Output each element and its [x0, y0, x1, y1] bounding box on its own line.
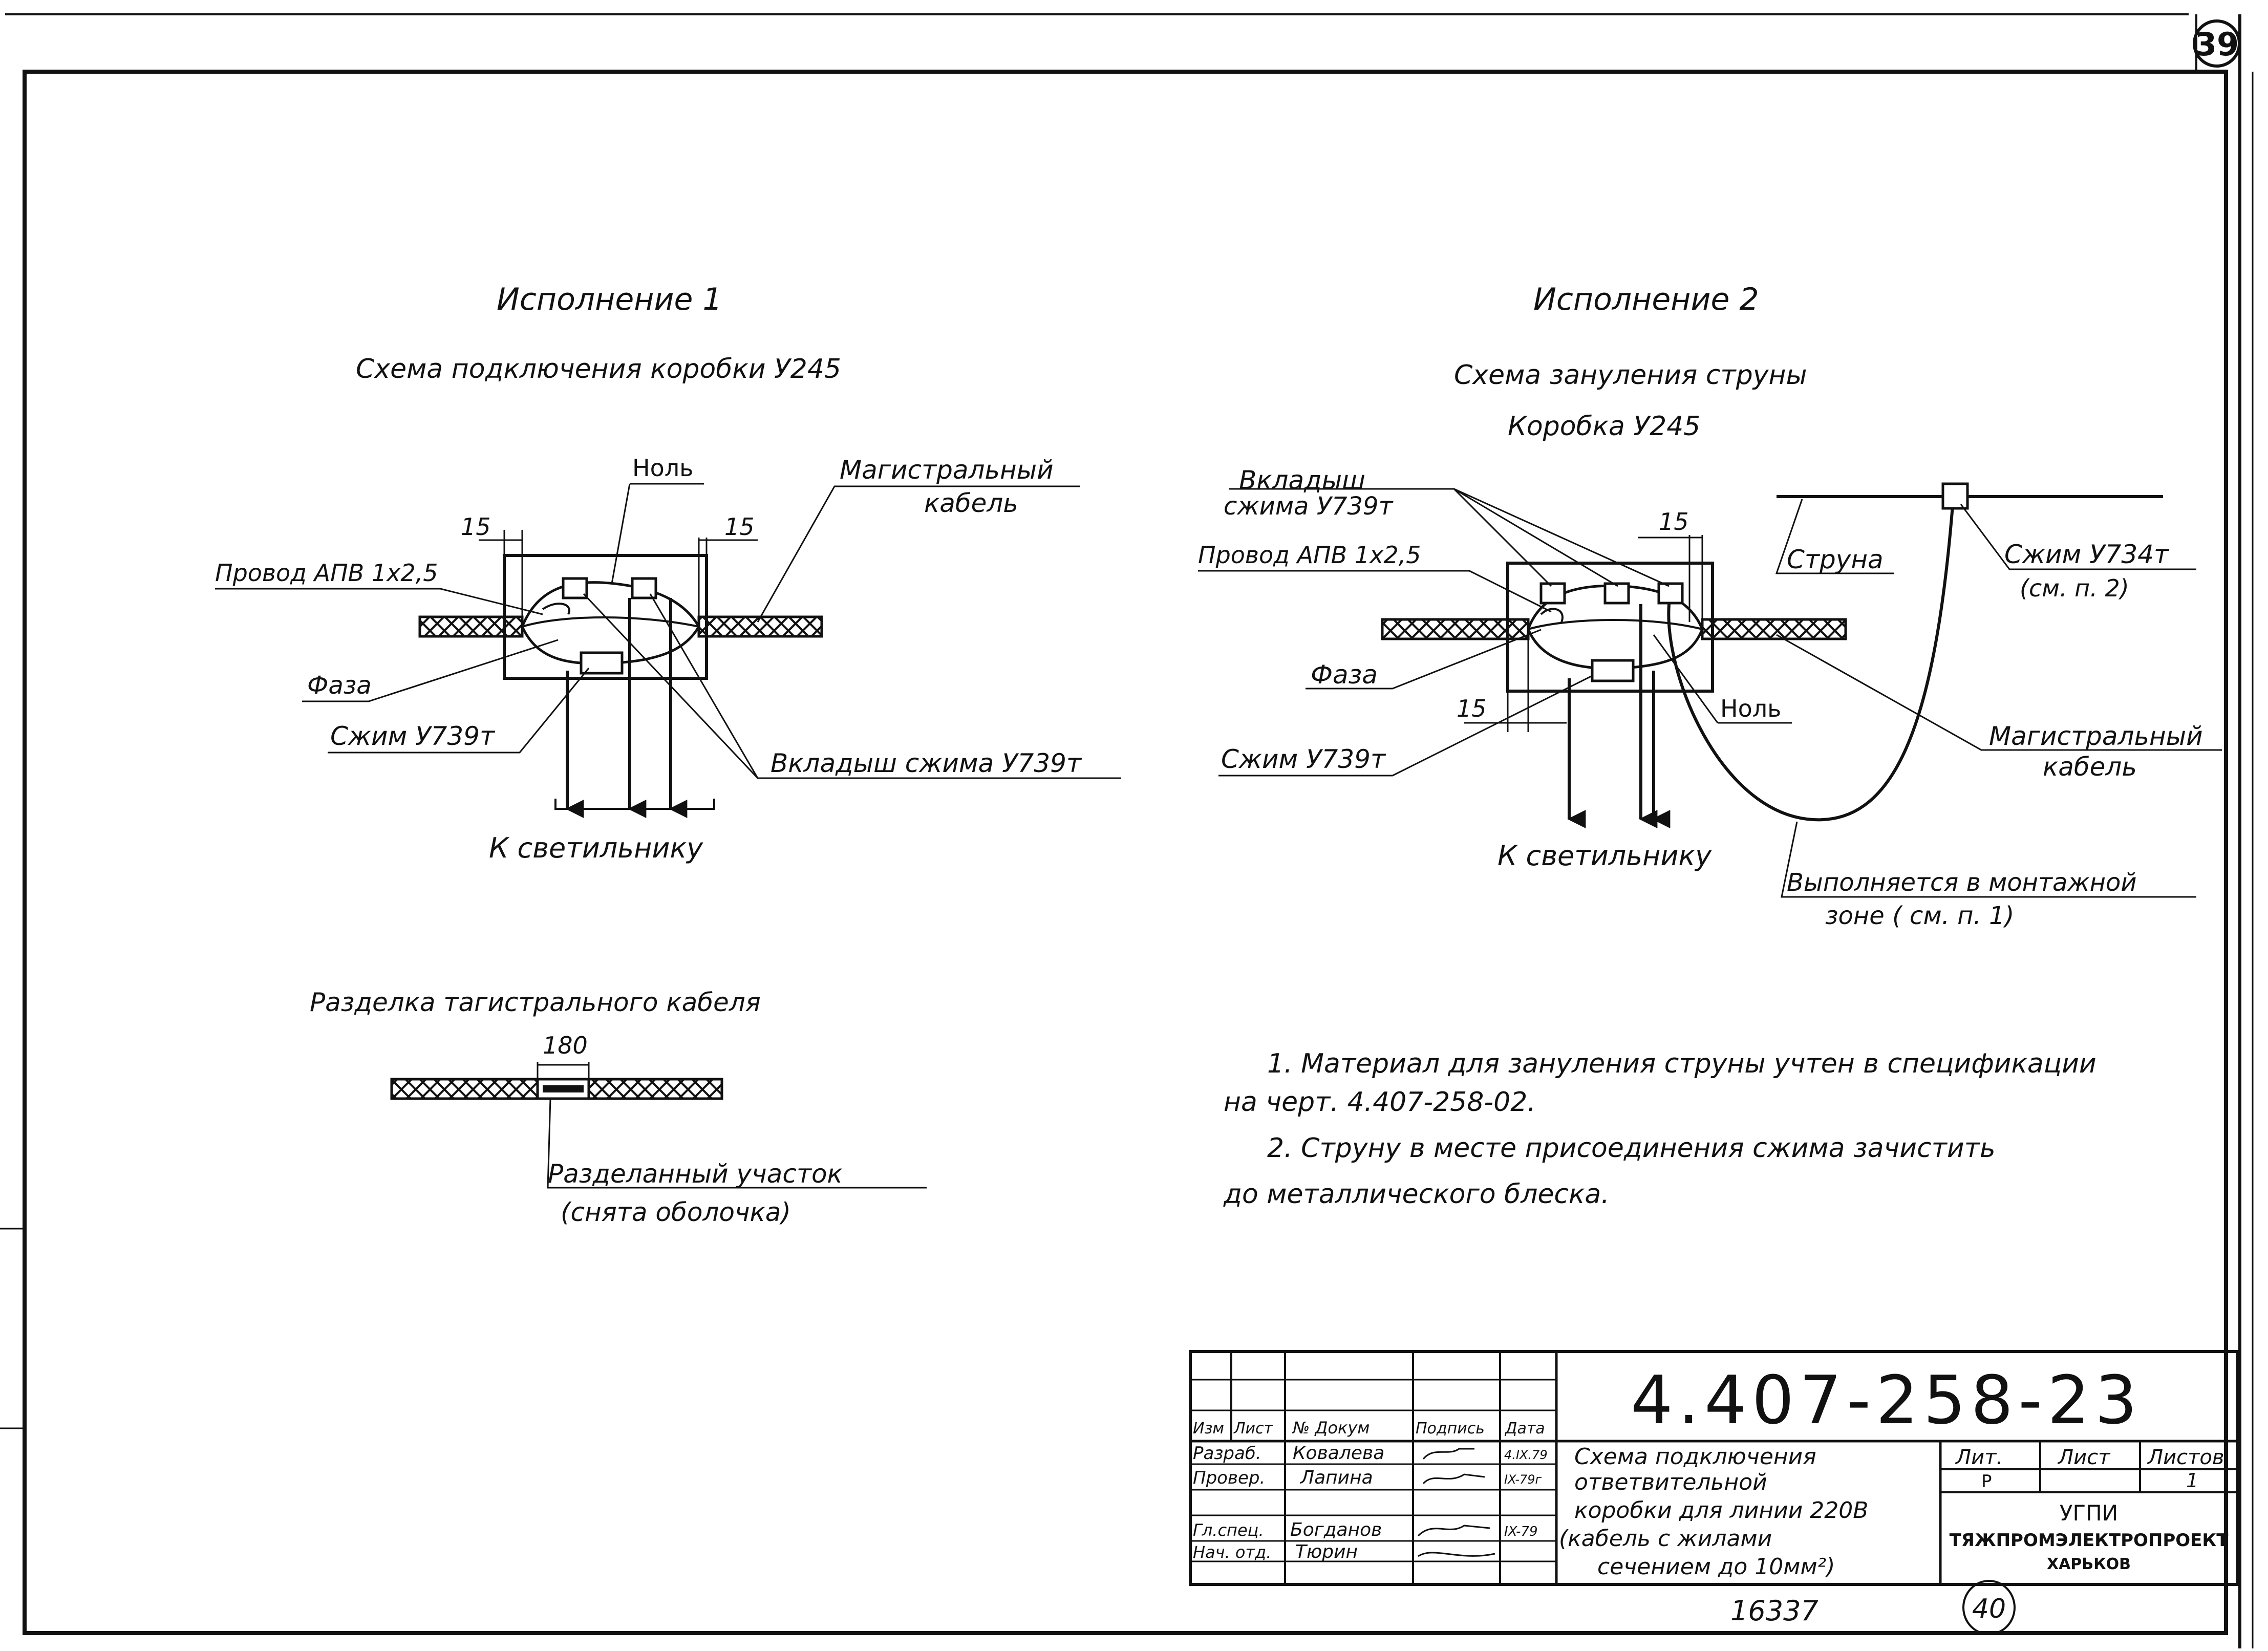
main-cable-right — [697, 615, 823, 638]
page-number: 39 — [2195, 26, 2239, 63]
tb-role-3: Нач. отд. — [1193, 1542, 1271, 1562]
variant-1-title: Исполнение 1 — [497, 282, 722, 317]
tb-sheet-header: Лист — [2057, 1446, 2111, 1469]
variant-1-subtitle: Схема подключения коробки У245 — [356, 354, 841, 384]
bottom-circle: 40 — [1962, 1580, 2016, 1635]
bottom-circle-number: 40 — [1972, 1594, 2006, 1624]
grounding-wire — [1667, 499, 1955, 822]
label-wire-2: Провод АПВ 1х2,5 — [1198, 541, 1421, 569]
variant-2-subtitle-2: Коробка У245 — [1508, 411, 1700, 442]
label-insert: Вкладыш сжима У739т — [771, 748, 1082, 778]
tb-desc-2: коробки для линии 220В — [1574, 1497, 1868, 1524]
tb-name-2: Богданов — [1290, 1519, 1382, 1540]
label-null-2: Ноль — [1720, 695, 1781, 722]
tb-header-list: Лист — [1233, 1420, 1274, 1438]
label-clamp: Сжим У739т — [330, 721, 496, 751]
note-line-4: до металлического блеска. — [1223, 1179, 1610, 1210]
tb-desc-3: (кабель с жилами — [1559, 1526, 1772, 1552]
tb-desc-4: сечением до 10мм²) — [1597, 1554, 1835, 1580]
cutting-title: Разделка тагистрального кабеля — [310, 988, 761, 1017]
note-line-3: 2. Струну в месте присоединения сжима за… — [1267, 1133, 1996, 1164]
tb-role-2: Гл.спец. — [1193, 1520, 1264, 1540]
title-block: Изм Лист № Докум Подпись Дата Разраб. Ко… — [1189, 1350, 2239, 1586]
doc-number: 4.407-258-23 — [1631, 1361, 2143, 1439]
label-main-cable-2a: Магистральный — [1989, 721, 2203, 751]
org-line-2: ТЯЖПРОМЭЛЕКТРОПРОЕКТ — [1950, 1530, 2229, 1551]
label-phase-2: Фаза — [1311, 660, 1378, 690]
label-mounting-2: зоне ( см. п. 1) — [1825, 902, 2014, 930]
tb-name-1: Лапина — [1299, 1467, 1373, 1488]
tb-name-3: Тюрин — [1295, 1541, 1358, 1562]
tb-header-doc: № Докум — [1292, 1418, 1370, 1438]
insert-right — [631, 577, 657, 599]
clamp-u739t-2 — [1591, 659, 1635, 682]
tb-date-1: IX-79г — [1504, 1472, 1542, 1487]
label-main-cable-2b: кабель — [2043, 752, 2137, 782]
tb-header-izm: Изм — [1193, 1420, 1224, 1438]
label-inserts-1: Вкладыш — [1239, 465, 1365, 495]
page-number-badge: 39 — [2193, 19, 2241, 68]
label-null: Ноль — [632, 454, 693, 482]
tb-sheets-value: 1 — [2186, 1469, 2198, 1492]
main-cable-left — [418, 615, 524, 638]
label-mounting-1: Выполняется в монтажной — [1787, 868, 2137, 897]
label-clamp-2: Сжим У739т — [1221, 744, 1386, 774]
org-line-3: ХАРЬКОВ — [2047, 1555, 2131, 1573]
tb-date-0: 4.IX.79 — [1504, 1448, 1548, 1462]
tb-header-date: Дата — [1504, 1420, 1545, 1438]
clamp-u734t — [1941, 482, 1969, 510]
label-main-cable-2: кабель — [924, 488, 1018, 518]
note-line-2: на черт. 4.407-258-02. — [1224, 1087, 1536, 1118]
cutting-label-2: (снята оболочка) — [561, 1197, 791, 1227]
label-to-lamp-2: К светильнику — [1497, 840, 1712, 872]
tb-role-1: Провер. — [1193, 1468, 1265, 1488]
label-clamp-734-1: Сжим У734т — [2004, 540, 2170, 569]
tb-header-sign: Подпись — [1416, 1420, 1485, 1438]
insert-2 — [1603, 582, 1630, 605]
label-wire: Провод АПВ 1х2,5 — [215, 559, 438, 587]
tb-sheets-header: Листов — [2147, 1446, 2224, 1469]
label-inserts-2: сжима У739т — [1224, 492, 1394, 521]
variant-2-subtitle-1: Схема зануления струны — [1454, 360, 1807, 391]
sheet-frame — [0, 13, 2254, 1648]
org-line-1: УГПИ — [2060, 1500, 2118, 1526]
bottom-number: 16337 — [1730, 1595, 1818, 1627]
tb-desc-0: Схема подключения — [1574, 1444, 1816, 1470]
variant-2: Исполнение 2 Схема зануления струны Коро… — [1198, 282, 2222, 930]
tb-role-0: Разраб. — [1193, 1443, 1261, 1464]
insert-3 — [1657, 582, 1684, 605]
label-clamp-734-2: (см. п. 2) — [2020, 574, 2129, 602]
label-phase: Фаза — [307, 671, 372, 700]
notes: 1. Материал для зануления струны учтен в… — [1223, 1048, 2096, 1210]
tb-lit-value: Р — [1981, 1471, 1992, 1492]
dim-right: 15 — [724, 513, 755, 541]
insert-1 — [1539, 582, 1566, 605]
label-main-cable-1: Магистральный — [840, 455, 1054, 485]
note-line-1: 1. Материал для зануления струны учтен в… — [1267, 1048, 2096, 1079]
tb-name-0: Ковалева — [1293, 1443, 1384, 1464]
dim-bottom: 15 — [1457, 695, 1487, 722]
label-string: Струна — [1787, 545, 1884, 574]
label-to-lamp: К светильнику — [489, 832, 703, 864]
cutting-dim: 180 — [543, 1032, 588, 1059]
tb-date-2: IX-79 — [1504, 1524, 1538, 1539]
tb-lit-header: Лит. — [1955, 1446, 2003, 1469]
cutting-label-1: Разделанный участок — [548, 1159, 843, 1189]
insert-left — [562, 577, 588, 599]
variant-1: Исполнение 1 Схема подключения коробки У… — [215, 282, 1121, 864]
variant-2-title: Исполнение 2 — [1533, 282, 1759, 317]
dim-left: 15 — [461, 513, 491, 541]
cable-cutting: Разделка тагистрального кабеля 180 Разде… — [310, 988, 927, 1227]
dim-top: 15 — [1659, 508, 1689, 535]
tb-desc-1: ответвительной — [1574, 1469, 1767, 1495]
